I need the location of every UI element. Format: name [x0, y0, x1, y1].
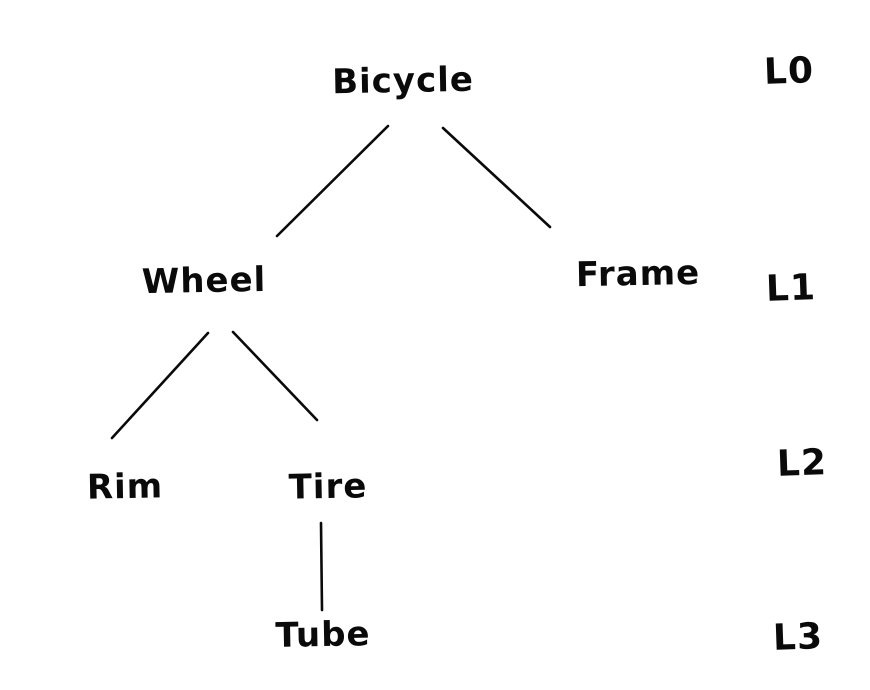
node-tire: Tire — [288, 466, 368, 508]
level-label-l2: L2 — [776, 442, 828, 485]
edge-wheel-rim — [110, 331, 210, 440]
edge-tire-tube — [319, 521, 324, 612]
edge-bicycle-wheel — [275, 124, 390, 238]
node-rim: Rim — [86, 466, 164, 508]
node-tube: Tube — [275, 614, 371, 656]
edge-wheel-tire — [231, 330, 319, 422]
level-label-l0: L0 — [763, 50, 815, 93]
node-wheel: Wheel — [141, 259, 267, 303]
edge-bicycle-frame — [441, 126, 552, 229]
node-bicycle: Bicycle — [331, 59, 475, 103]
level-label-l3: L3 — [772, 616, 824, 659]
level-label-l1: L1 — [765, 267, 817, 310]
node-frame: Frame — [575, 252, 701, 296]
